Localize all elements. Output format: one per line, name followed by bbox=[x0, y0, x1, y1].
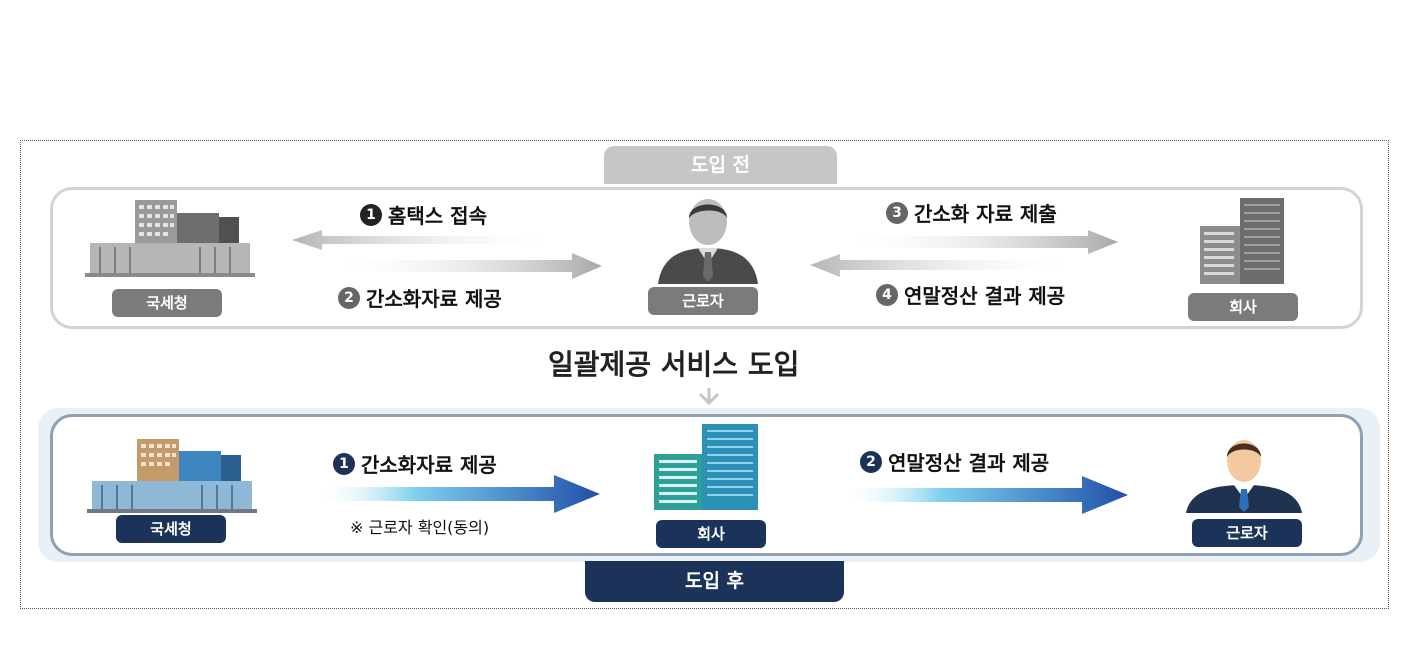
step-number-icon: 1 bbox=[360, 203, 382, 226]
company-building-icon bbox=[654, 424, 764, 512]
before-tag: 도입 전 bbox=[604, 146, 837, 184]
after-step2-text: 연말정산 결과 제공 bbox=[888, 451, 1050, 475]
before-step1: 1 홈택스 접속 bbox=[360, 200, 487, 229]
before-step2: 2 간소화자료 제공 bbox=[338, 283, 502, 312]
after-step2: 2 연말정산 결과 제공 bbox=[860, 447, 1049, 476]
before-left-arrows bbox=[292, 230, 604, 280]
chevron-down-icon bbox=[698, 388, 720, 408]
after-step1: 1 간소화자료 제공 bbox=[333, 449, 497, 478]
before-step2-text: 간소화자료 제공 bbox=[366, 287, 502, 311]
before-right-arrows bbox=[810, 230, 1122, 280]
step-number-icon: 1 bbox=[333, 452, 355, 475]
after-arrow-2 bbox=[840, 474, 1132, 516]
after-worker-label: 근로자 bbox=[1192, 519, 1302, 547]
step-number-icon: 2 bbox=[338, 286, 360, 309]
company-building-icon bbox=[1196, 196, 1288, 286]
after-step1-text: 간소화자료 제공 bbox=[361, 453, 497, 477]
before-step3: 3 간소화 자료 제출 bbox=[886, 198, 1057, 227]
worker-person-icon bbox=[656, 192, 760, 284]
before-nts-label: 국세청 bbox=[112, 289, 222, 317]
transition-title: 일괄제공 서비스 도입 bbox=[548, 348, 800, 381]
after-nts-label: 국세청 bbox=[116, 515, 226, 543]
step-number-icon: 4 bbox=[876, 283, 898, 306]
step-number-icon: 3 bbox=[886, 201, 908, 224]
nts-building-icon bbox=[80, 195, 260, 280]
before-worker-label: 근로자 bbox=[648, 287, 758, 315]
before-step4-text: 연말정산 결과 제공 bbox=[904, 284, 1066, 308]
before-step3-text: 간소화 자료 제출 bbox=[914, 202, 1057, 226]
after-company-label: 회사 bbox=[656, 520, 766, 548]
diagram-frame bbox=[20, 140, 1389, 609]
after-tag: 도입 후 bbox=[585, 561, 844, 602]
step-number-icon: 2 bbox=[860, 450, 882, 473]
before-step1-text: 홈택스 접속 bbox=[388, 204, 487, 228]
nts-building-icon bbox=[82, 435, 262, 515]
before-company-label: 회사 bbox=[1188, 293, 1298, 321]
before-step4: 4 연말정산 결과 제공 bbox=[876, 280, 1065, 309]
after-arrow-1 bbox=[314, 473, 604, 515]
after-step1-note: ※ 근로자 확인(동의) bbox=[350, 518, 490, 537]
worker-person-icon bbox=[1184, 437, 1304, 513]
